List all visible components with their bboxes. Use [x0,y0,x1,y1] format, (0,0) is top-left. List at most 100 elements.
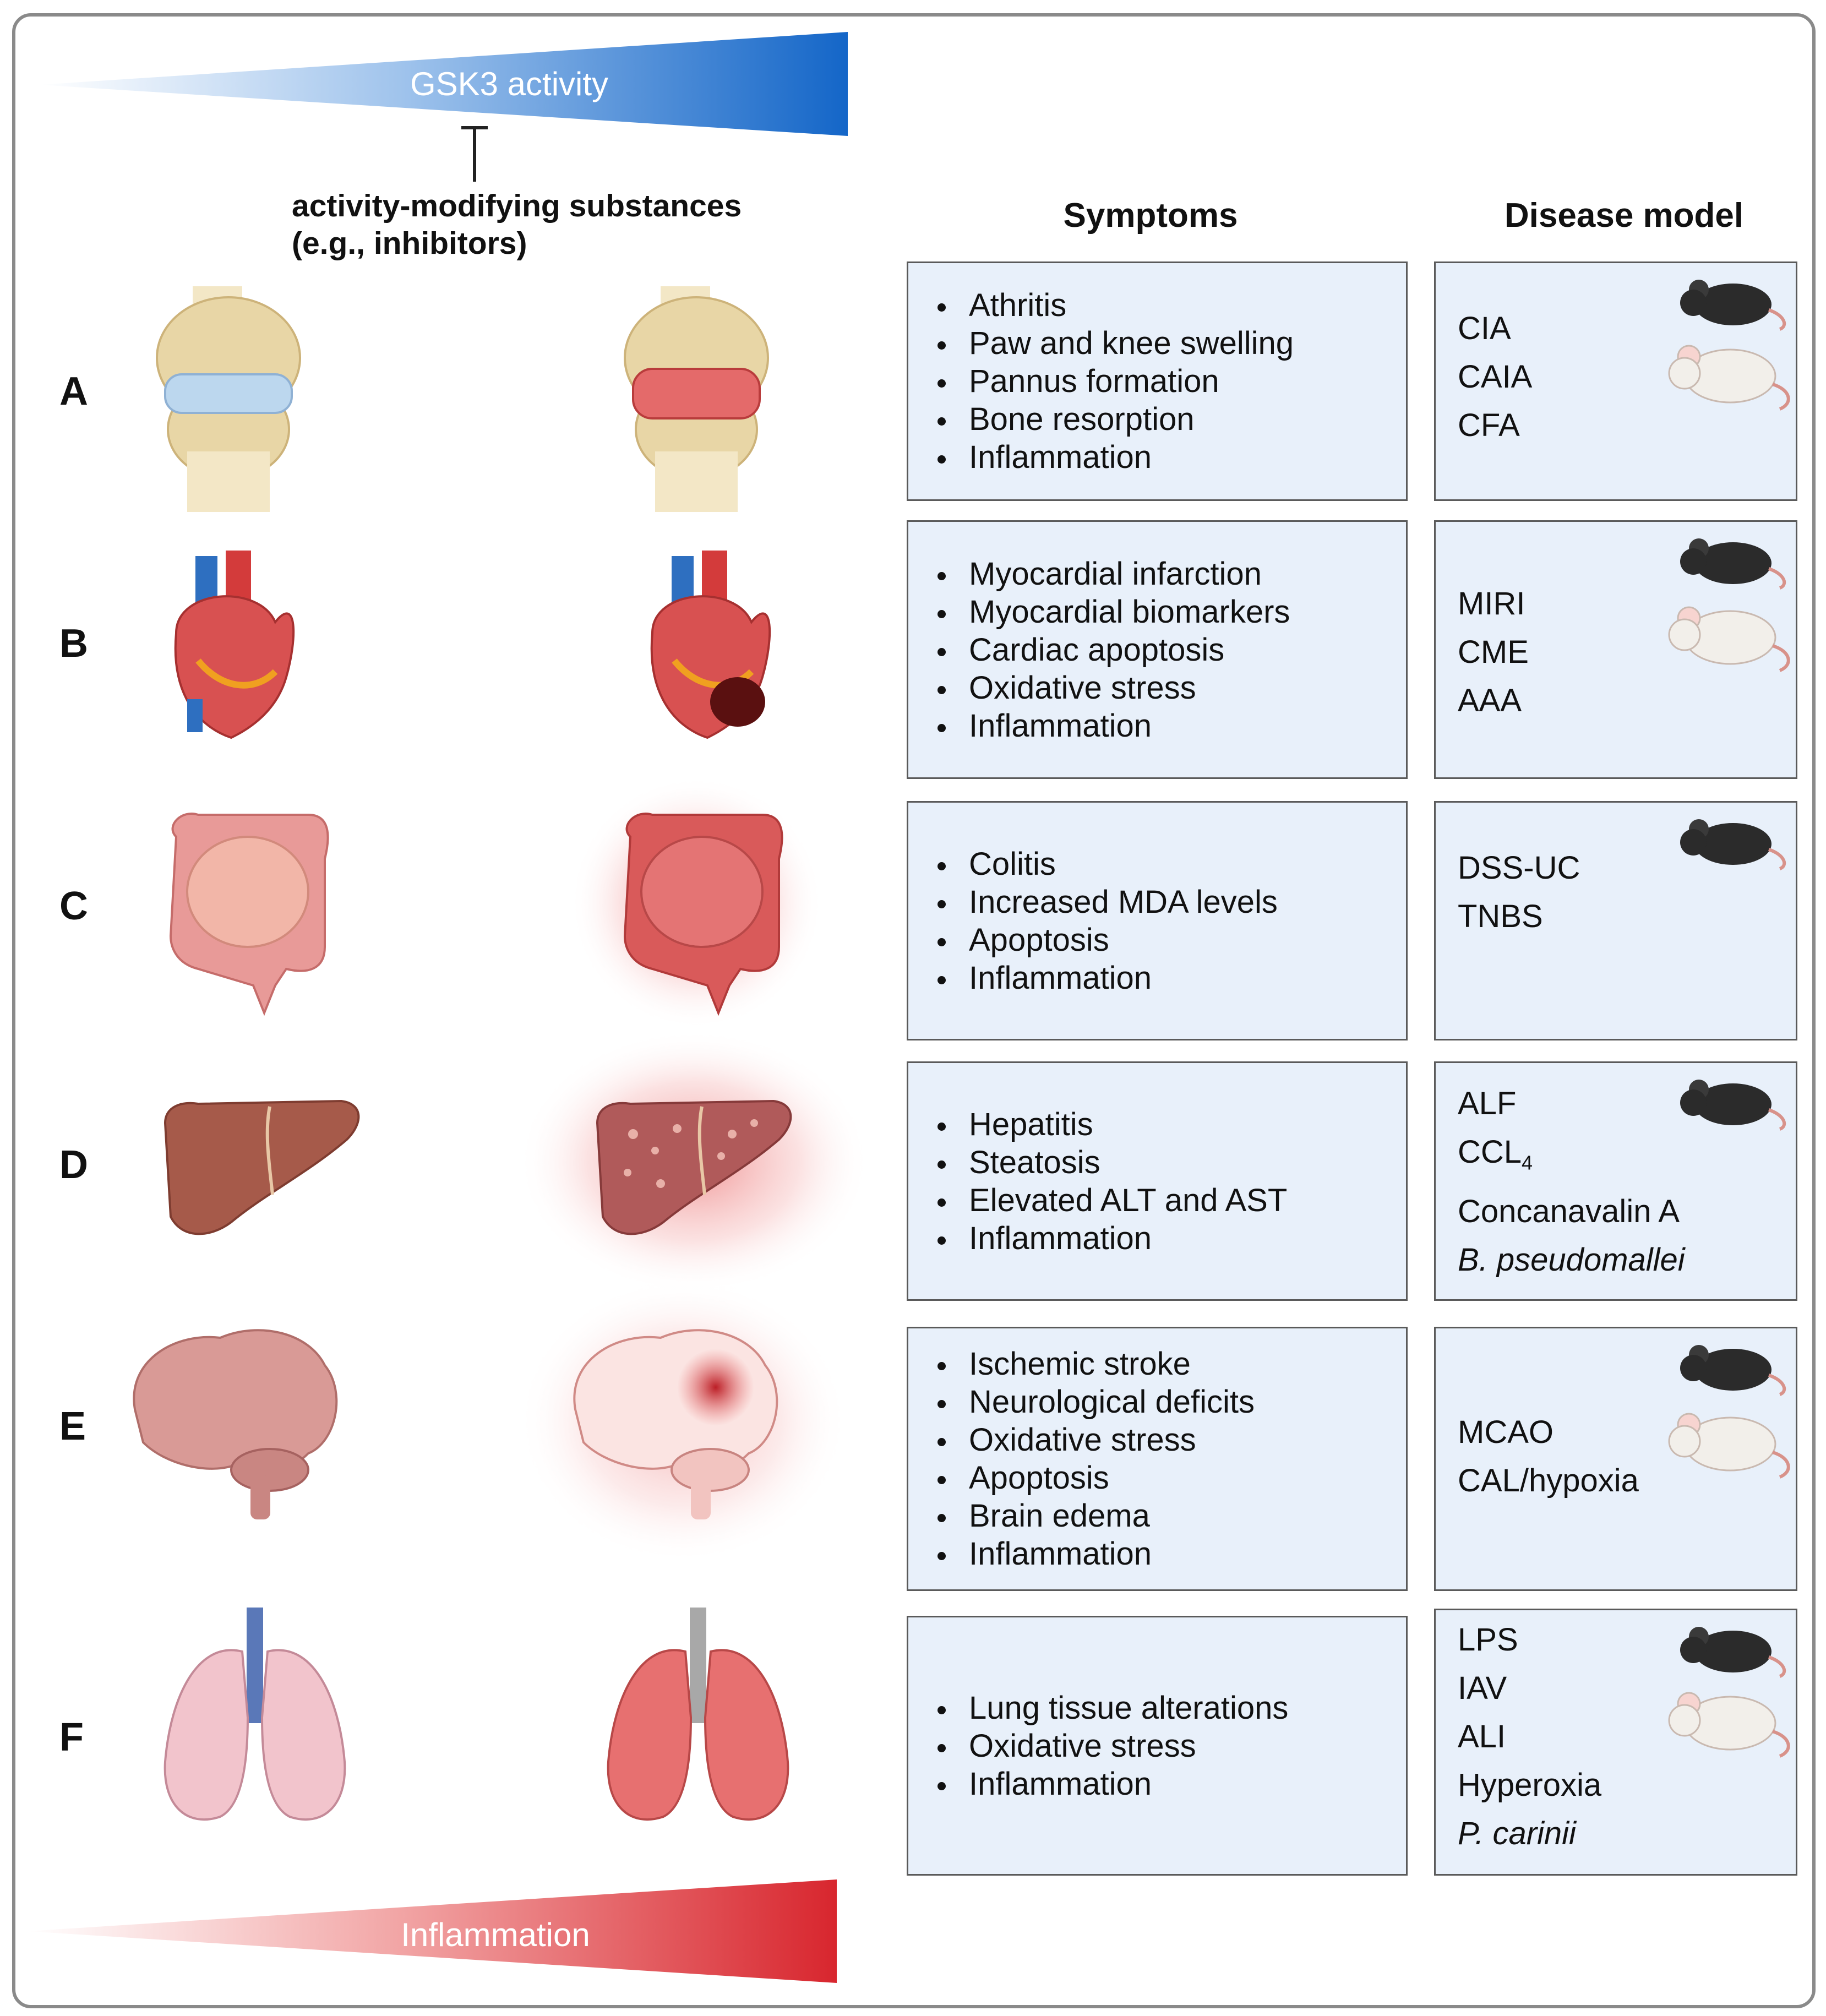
list-item: ALI [1458,1719,1506,1755]
list-item: Hyperoxia [1458,1767,1602,1803]
list-item: AAA [1458,683,1522,718]
ccl-subscript: 4 [1522,1151,1533,1174]
list-item: B. pseudomallei [1458,1241,1685,1278]
list-item: ALF [1458,1086,1517,1121]
list-item: Oxidative stress [937,1727,1288,1765]
disease-model-box-d: ALF CCL4 Concanavalin A B. pseudomallei [1434,1061,1797,1301]
rat-icon [1668,1413,1790,1479]
symptom-list: Ischemic stroke Neurological deficits Ox… [908,1345,1255,1573]
gsk3-activity-label: GSK3 activity [410,66,609,102]
list-item: CAL/hypoxia [1458,1463,1639,1499]
symptom-list: Colitis Increased MDA levels Apoptosis I… [908,845,1278,997]
list-item: Brain edema [937,1497,1255,1535]
list-item: CIA [1458,310,1511,346]
list-item: Apoptosis [937,921,1278,959]
lungs-inflamed-icon [607,1608,789,1821]
symptom-list: Hepatitis Steatosis Elevated ALT and AST… [908,1105,1287,1257]
list-item: Neurological deficits [937,1384,1255,1420]
list-item: Cardiac apoptosis [937,631,1290,669]
list-item: Inflammation [937,1219,1287,1257]
heart-infarction-icon [650,551,771,739]
symptoms-box-e: Ischemic stroke Neurological deficits Ox… [907,1327,1408,1591]
list-item: CCL4 [1458,1128,1685,1187]
disease-model-heading: Disease model [1504,197,1744,235]
model-list: MCAO CAL/hypoxia [1458,1408,1639,1505]
knee-joint-healthy-icon [156,286,301,512]
list-item: Steatosis [937,1143,1287,1181]
liver-healthy-icon [163,1099,360,1235]
list-item: LPS [1458,1622,1518,1658]
lungs-healthy-icon [163,1608,346,1821]
mouse-icon [1680,1627,1786,1678]
model-list: DSS-UC TNBS [1458,844,1580,941]
row-letter-c: C [59,884,88,928]
list-item: Inflammation [937,1765,1288,1803]
list-item: Inflammation [937,1535,1255,1573]
disease-model-box-a: CIA CAIA CFA [1434,261,1797,501]
symptom-list: Athritis Paw and knee swelling Pannus fo… [908,286,1294,476]
heart-healthy-icon [174,551,295,739]
list-item: Apoptosis [937,1459,1255,1497]
mouse-icon [1680,538,1786,590]
modifier-line1: activity-modifying substances [292,188,742,224]
ccl-label: CCL [1458,1134,1522,1170]
list-item: Increased MDA levels [937,884,1278,920]
row-letter-d: D [59,1143,88,1187]
symptoms-box-a: Athritis Paw and knee swelling Pannus fo… [907,261,1408,501]
modifier-line2: (e.g., inhibitors) [292,226,527,261]
gsk3-activity-wedge [40,32,848,136]
list-item: Oxidative stress [937,1421,1255,1459]
list-item: Paw and knee swelling [937,325,1294,361]
list-item: DSS-UC [1458,850,1580,886]
model-list: CIA CAIA CFA [1458,304,1532,450]
list-item: CFA [1458,407,1520,443]
symptom-list: Myocardial infarction Myocardial biomark… [908,555,1290,745]
knee-joint-inflamed-icon [624,286,769,512]
symptoms-heading: Symptoms [1063,197,1238,235]
brain-healthy-icon [133,1329,338,1519]
list-item: Pannus formation [937,362,1294,400]
list-item: Inflammation [937,959,1278,997]
symptoms-box-d: Hepatitis Steatosis Elevated ALT and AST… [907,1061,1408,1301]
list-item: Hepatitis [937,1105,1287,1143]
list-item: MIRI [1458,586,1525,622]
list-item: Elevated ALT and AST [937,1182,1288,1218]
rat-icon [1668,606,1790,672]
symptoms-box-c: Colitis Increased MDA levels Apoptosis I… [907,801,1408,1040]
mouse-icon [1680,1080,1786,1131]
row-letter-f: F [59,1715,84,1759]
list-item: TNBS [1458,898,1543,934]
list-item: Colitis [937,845,1278,883]
list-item: Bone resorption [937,400,1294,438]
model-list: ALF CCL4 Concanavalin A B. pseudomallei [1458,1080,1685,1284]
disease-model-box-b: MIRI CME AAA [1434,520,1797,779]
inflammation-label: Inflammation [401,1916,590,1953]
list-item: MCAO [1458,1414,1554,1450]
list-item: IAV [1458,1670,1507,1706]
row-letter-b: B [59,622,88,666]
intestine-healthy-icon [169,813,329,1016]
symptoms-box-b: Myocardial infarction Myocardial biomark… [907,520,1408,779]
model-list: LPS IAV ALI Hyperoxia P. carinii [1458,1616,1601,1858]
intestine-inflamed-icon [623,813,783,1016]
symptoms-box-f: Lung tissue alterations Oxidative stress… [907,1616,1408,1876]
rat-icon [1668,345,1790,411]
list-item: Concanavalin A [1458,1193,1680,1229]
model-list: MIRI CME AAA [1458,580,1529,725]
mouse-icon [1680,819,1786,870]
list-item: Myocardial infarction [937,555,1290,593]
list-item: Lung tissue alterations [937,1690,1289,1726]
liver-inflamed-icon [596,1099,792,1235]
modifier-caption: activity-modifying substances (e.g., inh… [292,187,742,262]
list-item: Inflammation [937,707,1290,745]
row-letter-a: A [59,369,88,413]
disease-model-box-e: MCAO CAL/hypoxia [1434,1327,1797,1591]
rat-icon [1668,1692,1790,1758]
disease-model-box-c: DSS-UC TNBS [1434,801,1797,1040]
mouse-icon [1680,1345,1786,1396]
list-item: Oxidative stress [937,669,1290,707]
list-item: CME [1458,634,1529,670]
inflammation-wedge [28,1879,837,1983]
disease-model-box-f: LPS IAV ALI Hyperoxia P. carinii [1434,1609,1797,1876]
